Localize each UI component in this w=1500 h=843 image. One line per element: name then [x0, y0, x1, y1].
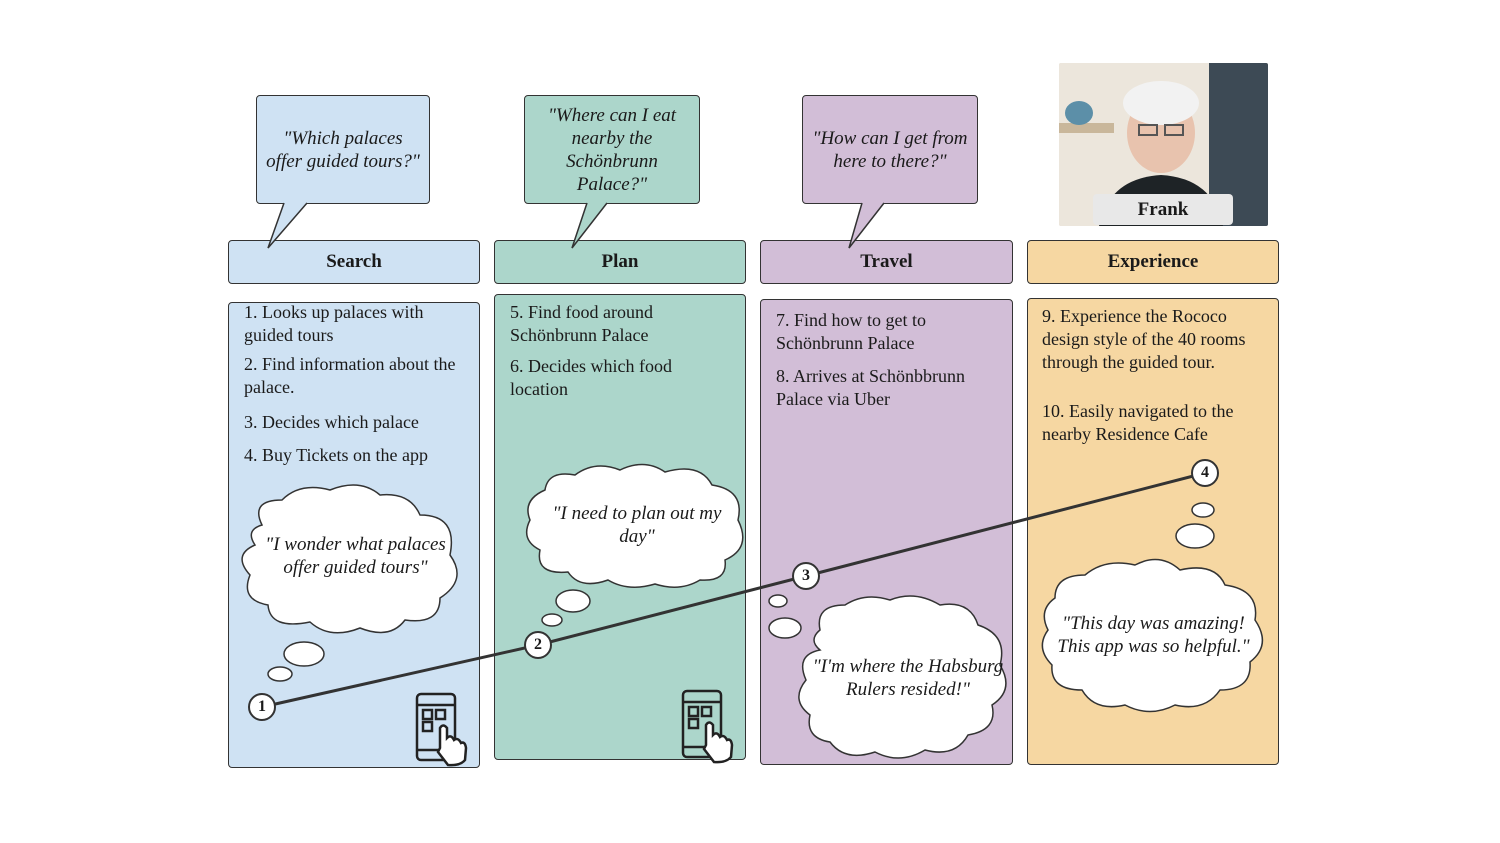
step-item: 1. Looks up palaces with guided tours [244, 302, 424, 345]
journey-line [261, 471, 1206, 709]
thought-text-plan: "I need to plan out my day" [552, 503, 722, 547]
question-bubble-search: "Which palaces offer guided tours?" [256, 95, 430, 204]
speech-tail-travel [848, 202, 885, 249]
step-item: 7. Find how to get to Schönbrunn Palace [776, 310, 927, 353]
step-item: 8. Arrives at Schönbbrunn Palace via Ube… [776, 366, 965, 409]
elderly-man-portrait [1059, 63, 1268, 226]
step-item: 4. Buy Tickets on the app [244, 445, 429, 465]
step-item: 10. Easily navigated to the nearby Resid… [1042, 401, 1234, 444]
phone-tap-icon [681, 689, 734, 764]
thought-text-search: "I wonder what palaces offer guided tour… [265, 534, 446, 578]
step-item: 9. Experience the Rococo design style of… [1042, 306, 1246, 372]
journey-point: 2 [524, 631, 552, 659]
stage-header-search: Search [228, 240, 480, 284]
journey-point: 1 [248, 693, 276, 721]
thought-text-experience: "This day was amazing! This app was so h… [1057, 613, 1250, 657]
step-item: 3. Decides which palace [244, 412, 419, 432]
stage-header-plan: Plan [494, 240, 746, 284]
phone-tap-icon [415, 692, 468, 767]
persona-photo [1059, 63, 1268, 226]
thought-cloud-search [241, 484, 458, 682]
journey-point: 4 [1191, 459, 1219, 487]
step-item: 2. Find information about the palace. [244, 354, 456, 397]
question-bubble-plan: "Where can I eat nearby the Schönbrunn P… [524, 95, 700, 204]
stage-header-travel: Travel [760, 240, 1013, 284]
question-bubble-travel: "How can I get from here to there?" [802, 95, 978, 204]
stage-header-experience: Experience [1027, 240, 1279, 284]
speech-tail-search [267, 202, 308, 249]
step-item: 5. Find food around Schönbrunn Palace [510, 302, 653, 345]
thought-cloud-plan [525, 463, 744, 627]
step-item: 6. Decides which food location [510, 356, 672, 399]
thought-cloud-travel [768, 594, 1007, 759]
persona-name-tag: Frank [1093, 194, 1233, 225]
speech-tail-plan [571, 202, 608, 249]
thought-cloud-experience [1041, 502, 1264, 713]
journey-point: 3 [792, 562, 820, 590]
thought-text-travel: "I'm where the Habsburg Rulers resided!" [812, 656, 1004, 700]
